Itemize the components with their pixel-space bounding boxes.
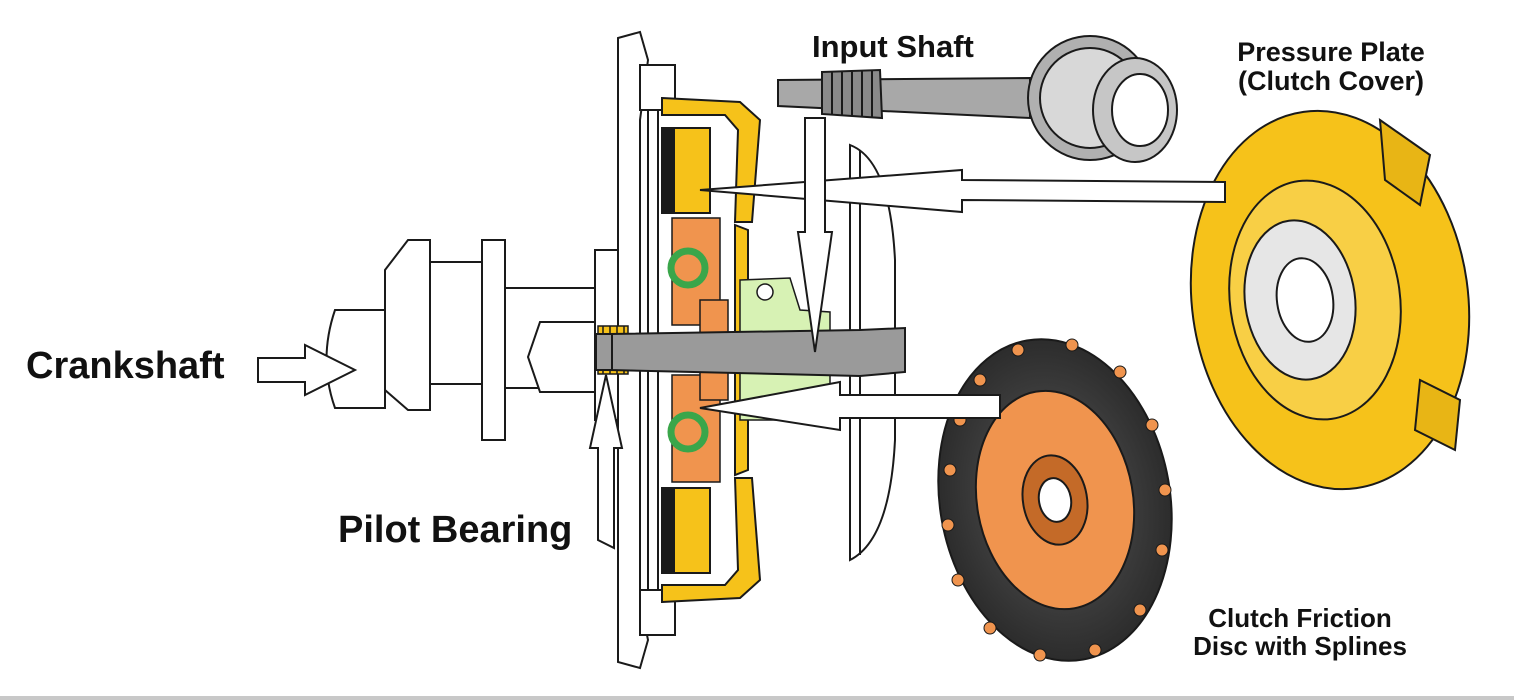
damper-springs: [667, 247, 709, 453]
input-shaft-part: [777, 35, 1178, 163]
arrow-crankshaft: [257, 343, 358, 397]
pressure-plate-label-line2: (Clutch Cover): [1237, 66, 1424, 97]
pressure-plate-label-line1: Pressure Plate: [1237, 37, 1425, 67]
arrow-pilot-bearing: [588, 374, 624, 550]
input-shaft-label: Input Shaft: [812, 29, 974, 64]
friction-disc-label: Clutch Friction Disc with Splines: [1160, 604, 1440, 660]
crankshaft-label: Crankshaft: [26, 345, 225, 387]
pressure-plate-part: [1189, 109, 1471, 491]
arrow-friction-disc: [699, 380, 1001, 432]
pilot-bearing-label: Pilot Bearing: [338, 509, 573, 551]
friction-disc-label-line2: Disc with Splines: [1193, 631, 1407, 662]
bottom-divider: [0, 696, 1514, 700]
pressure-plate-label: Pressure Plate (Clutch Cover): [1206, 37, 1456, 97]
input-shaft-section: [595, 326, 906, 378]
crankshaft-assembly: [325, 239, 626, 441]
arrow-input-shaft: [796, 117, 834, 353]
arrow-pressure-plate: [699, 168, 1226, 214]
clutch-friction-disc-part: [937, 338, 1173, 662]
friction-disc-label-line1: Clutch Friction: [1208, 603, 1392, 633]
